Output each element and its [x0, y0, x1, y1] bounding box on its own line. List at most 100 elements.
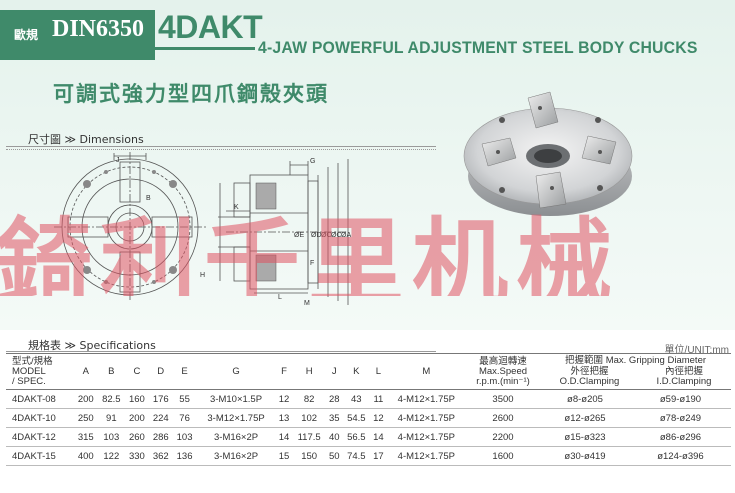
header-d: D: [148, 353, 173, 390]
cell-id: ø78-ø249: [629, 408, 731, 428]
cell-speed: 1600: [465, 446, 541, 466]
cell-b: 82.5: [97, 389, 125, 409]
dimensions-label: 尺寸圖 ≫ Dimensions: [28, 133, 144, 146]
cell-c: 160: [125, 389, 149, 409]
cell-h: 117.5: [292, 427, 326, 447]
cell-e: 76: [172, 408, 197, 428]
cell-model: 4DAKT-15: [6, 446, 74, 466]
cell-d: 362: [148, 446, 173, 466]
dim-label-c: ØC: [321, 232, 332, 239]
standard-badge: [0, 10, 155, 60]
table-row: 4DAKT-12 315 103 260 286 103 3-M16×2P 14…: [6, 427, 731, 447]
header-speed-cn: 最高迴轉速: [479, 355, 527, 367]
dim-label-d: ØD: [311, 232, 322, 239]
model-underline: [155, 47, 255, 50]
cell-c: 260: [125, 427, 149, 447]
model-name: 4DAKT: [158, 9, 263, 45]
dim-label-e: ØE: [294, 232, 304, 239]
header-j: J: [325, 353, 343, 390]
cell-speed: 2600: [465, 408, 541, 428]
header-k: K: [342, 353, 370, 390]
cell-e: 136: [172, 446, 197, 466]
header-g: G: [196, 353, 276, 390]
cell-j: 35: [325, 408, 343, 428]
cell-l: 11: [369, 389, 387, 409]
header-id-cn: 內徑把握: [664, 366, 703, 377]
cell-f: 12: [275, 389, 293, 409]
header-od-en: O.D.Clamping: [559, 376, 620, 387]
cell-e: 55: [172, 389, 197, 409]
cell-m: 4-M12×1.75P: [386, 408, 466, 428]
dim-label-a: ØA: [341, 232, 351, 239]
cell-e: 103: [172, 427, 197, 447]
header-model-cn: 型式/規格: [12, 355, 53, 367]
cell-j: 28: [325, 389, 343, 409]
cell-a: 400: [73, 446, 98, 466]
cell-b: 103: [97, 427, 125, 447]
cell-b: 91: [97, 408, 125, 428]
table-row: 4DAKT-08 200 82.5 160 176 55 3-M10×1.5P …: [6, 389, 731, 409]
cell-k: 74.5: [342, 446, 370, 466]
dim-label-b: B: [146, 195, 151, 202]
dim-label-c2: ØC: [331, 232, 342, 239]
header-id: 內徑把握 I.D.Clamping: [656, 367, 711, 387]
cell-m: 4-M12×1.75P: [386, 389, 466, 409]
header-model-en: MODEL: [12, 365, 46, 377]
cell-k: 56.5: [342, 427, 370, 447]
table-row: 4DAKT-15 400 122 330 362 136 3-M16×2P 15…: [6, 446, 731, 466]
cell-f: 13: [275, 408, 293, 428]
cell-a: 250: [73, 408, 98, 428]
header-c: C: [125, 353, 149, 390]
header-f: F: [275, 353, 293, 390]
header-grip-sub: 外徑把握 O.D.Clamping 內徑把握 I.D.Clamping: [541, 367, 730, 387]
header-spec-en: / SPEC.: [12, 375, 46, 387]
cell-id: ø86-ø296: [629, 427, 731, 447]
front-view-drawing: J B: [54, 152, 206, 302]
header-m: M: [386, 353, 466, 390]
cell-model: 4DAKT-08: [6, 389, 74, 409]
spec-table: 型式/規格 MODEL / SPEC. A B C D E G F H J K …: [6, 353, 731, 466]
standard-prefix: 歐規: [14, 28, 39, 42]
cell-c: 330: [125, 446, 149, 466]
cell-d: 224: [148, 408, 173, 428]
header-speed: 最高迴轉速 Max.Speed r.p.m.(min⁻¹): [465, 353, 541, 390]
cell-a: 200: [73, 389, 98, 409]
cell-model: 4DAKT-12: [6, 427, 74, 447]
cell-c: 200: [125, 408, 149, 428]
cell-j: 40: [325, 427, 343, 447]
cell-f: 14: [275, 427, 293, 447]
cell-b: 122: [97, 446, 125, 466]
dim-label-f: F: [310, 260, 314, 267]
cell-g: 3-M10×1.5P: [196, 389, 276, 409]
cell-l: 14: [369, 427, 387, 447]
dim-label-j: J: [116, 157, 120, 164]
cell-od: ø12-ø265: [540, 408, 630, 428]
cell-model: 4DAKT-10: [6, 408, 74, 428]
dim-label-k: K: [234, 204, 239, 211]
standard-code: DIN6350: [52, 16, 145, 42]
cell-id: ø124-ø396: [629, 446, 731, 466]
dimensions-rule: [6, 146, 436, 147]
cell-g: 3-M16×2P: [196, 427, 276, 447]
cell-speed: 3500: [465, 389, 541, 409]
cell-a: 315: [73, 427, 98, 447]
cell-l: 17: [369, 446, 387, 466]
header-speed-en: Max.Speed: [478, 365, 528, 377]
header-id-en: I.D.Clamping: [656, 376, 712, 387]
cell-j: 50: [325, 446, 343, 466]
cell-d: 286: [148, 427, 173, 447]
header-model: 型式/規格 MODEL / SPEC.: [6, 353, 74, 390]
header-a: A: [73, 353, 98, 390]
product-title-cn: 可調式強力型四爪鋼殼夾頭: [53, 82, 329, 106]
dim-label-m: M: [304, 300, 310, 307]
cell-l: 12: [369, 408, 387, 428]
header-b: B: [97, 353, 125, 390]
cell-g: 3-M16×2P: [196, 446, 276, 466]
header-speed-unit: r.p.m.(min⁻¹): [476, 375, 530, 387]
product-title-en: 4-JAW POWERFUL ADJUSTMENT STEEL BODY CHU…: [258, 38, 698, 57]
header-grip-title: 把握範圍 Max. Gripping Diameter: [541, 356, 730, 366]
unit-label: 單位/UNIT:mm: [664, 345, 729, 356]
header-od: 外徑把握 O.D.Clamping: [560, 367, 620, 387]
header-od-cn: 外徑把握: [570, 366, 609, 377]
dim-label-h: H: [200, 272, 205, 279]
